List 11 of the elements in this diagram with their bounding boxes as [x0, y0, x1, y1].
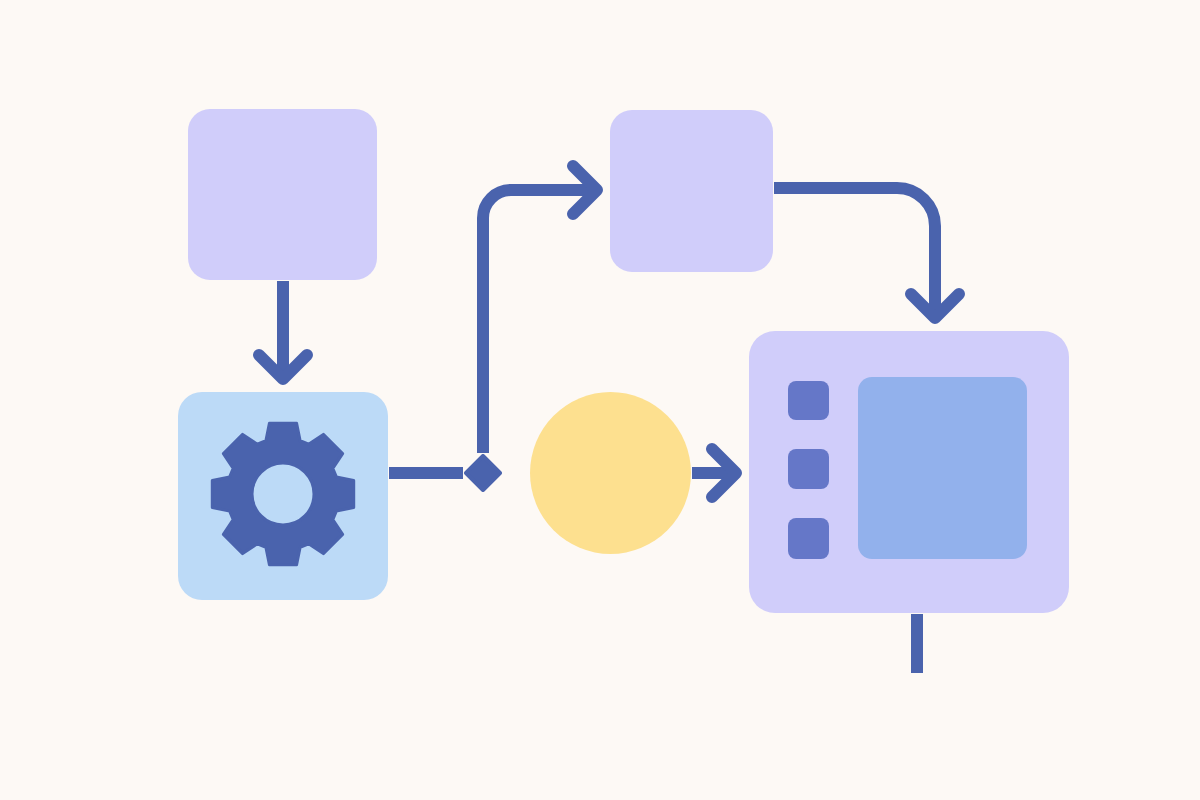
panel-box: [749, 331, 1069, 613]
process-box: [188, 109, 377, 280]
connector-line: [389, 467, 463, 479]
arrow: [253, 281, 313, 385]
connector-line: [911, 614, 923, 673]
process-box: [610, 110, 773, 272]
arrow: [692, 443, 742, 503]
process-box: [178, 392, 388, 600]
arrow: [477, 160, 603, 453]
arrow: [774, 182, 965, 324]
junction-diamond: [464, 454, 502, 492]
